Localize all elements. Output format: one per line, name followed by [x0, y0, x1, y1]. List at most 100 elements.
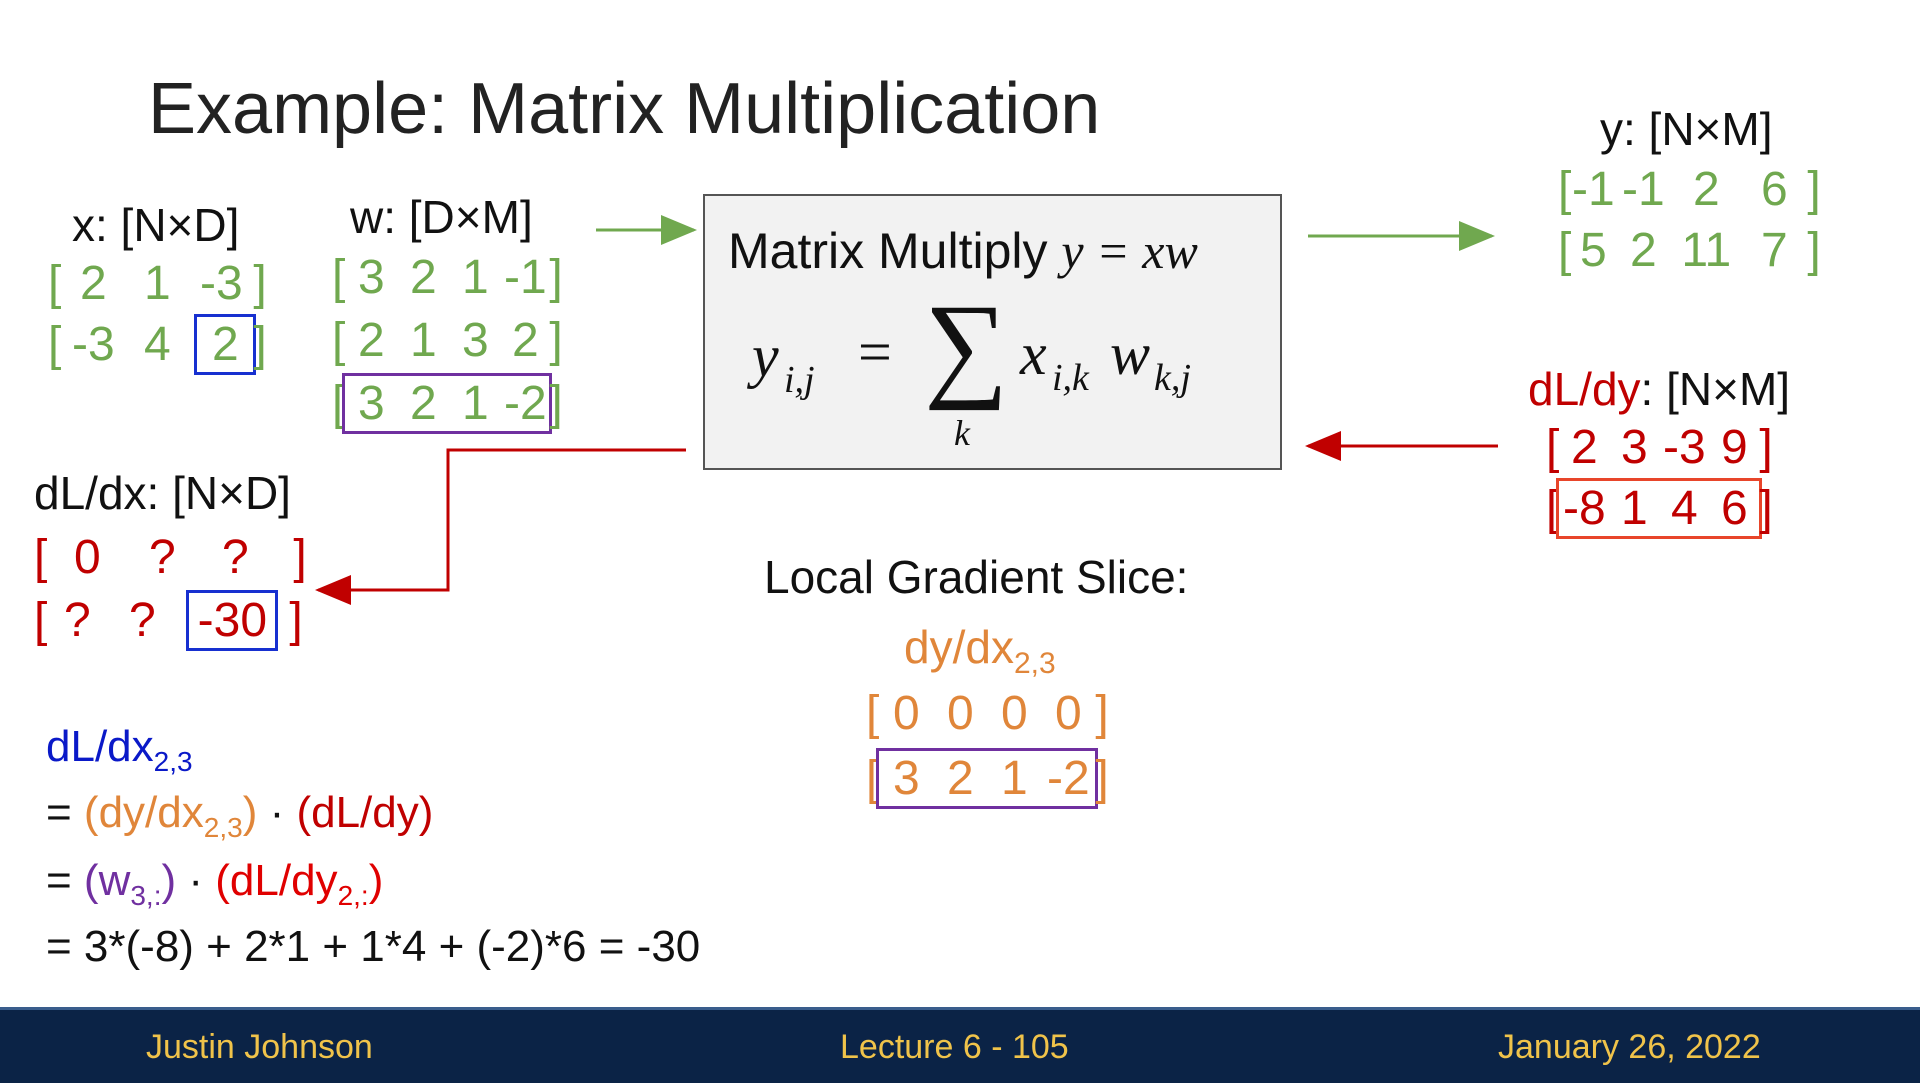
matrix-cell: 2 — [409, 251, 437, 304]
matrix-cell: 2 — [79, 257, 107, 310]
term-sub: 2,3 — [203, 811, 243, 843]
matrix-cell: ? — [128, 594, 156, 647]
matrix-cell: -3 — [72, 318, 115, 371]
matrix-cell: 9 — [1720, 421, 1748, 474]
matrix-cell: 2 — [409, 377, 437, 430]
term-close: ) — [368, 856, 384, 905]
matrix-cell: 1 — [461, 251, 489, 304]
matrix-cell: 0 — [892, 687, 920, 740]
matrix-cell: 2 — [1570, 421, 1598, 474]
formula-y-sub: i,j — [784, 359, 815, 401]
matrix-cell: 1 — [1620, 482, 1648, 535]
highlighted-dLdx-cell: -30 — [186, 590, 279, 651]
highlighted-x-cell: 2 — [194, 314, 257, 375]
matrix-cell: 3 — [357, 251, 385, 304]
matrix-cell: 0 — [946, 687, 974, 740]
dLdy-label-suffix: : [N×M] — [1640, 363, 1791, 415]
matrix-cell: -8 — [1563, 482, 1606, 535]
term-text: (dy/dx — [83, 788, 204, 837]
matrix-cell: ? — [221, 531, 249, 584]
dLdx-matrix: [0??] [??-30] — [34, 530, 307, 651]
matrix-cell: 4 — [1670, 482, 1698, 535]
derivation-local-gradient-term: (dy/dx2,3) — [83, 788, 258, 843]
term-close: ) — [242, 788, 258, 837]
dLdy-label-prefix: dL/dy — [1528, 363, 1641, 415]
matrix-cell: 2 — [357, 314, 385, 367]
matrix-cell: 3 — [357, 377, 385, 430]
matrix-cell: ? — [63, 594, 91, 647]
matrix-cell: -1 — [504, 251, 547, 304]
local-gradient-label: dy/dx2,3 — [904, 620, 1056, 681]
dLdx-matrix-row-2: [??-30] — [34, 590, 303, 651]
slide-title: Example: Matrix Multiplication — [148, 69, 1101, 149]
derivation-equals: = — [46, 788, 84, 837]
matrix-cell: -1 — [1622, 163, 1665, 216]
dot-operator: · — [176, 856, 216, 905]
matrix-cell: -1 — [1572, 163, 1615, 216]
matmul-title-text: Matrix Multiply — [728, 223, 1062, 279]
derivation-upstream-term: (dL/dy) — [296, 788, 434, 837]
dLdx-matrix-row-1: [0??] — [34, 531, 307, 584]
derivation-w-term: (w3,:) — [83, 856, 177, 911]
matrix-cell: 3 — [892, 752, 920, 805]
matrix-multiply-title: Matrix Multiply y = xw — [728, 222, 1198, 280]
matrix-cell: 11 — [1681, 224, 1732, 277]
matrix-cell: -2 — [1047, 752, 1090, 805]
derivation-dLdy-term: (dL/dy2,:) — [215, 856, 384, 911]
matrix-cell: 0 — [1000, 687, 1028, 740]
term-close: ) — [161, 856, 177, 905]
matrix-cell: 1 — [461, 377, 489, 430]
matmul-title-equation: y = xw — [1061, 223, 1198, 279]
formula-w: w — [1110, 321, 1151, 387]
y-matrix-label: y: [N×M] — [1600, 103, 1773, 155]
local-gradient-heading: Local Gradient Slice: — [764, 551, 1189, 603]
footer-bar: Justin Johnson Lecture 6 - 105 January 2… — [0, 1007, 1920, 1083]
derivation-line-1: dL/dx2,3 — [46, 722, 193, 778]
formula-sigma-sub: k — [954, 413, 970, 453]
term-sub: 3,: — [130, 879, 162, 911]
matrix-cell: 5 — [1579, 224, 1607, 277]
matrix-cell: 2 — [1629, 224, 1657, 277]
matrix-cell: 6 — [1760, 163, 1788, 216]
dot-operator: · — [257, 788, 297, 837]
matrix-cell: 7 — [1760, 224, 1788, 277]
formula-x-sub: i,k — [1052, 357, 1089, 399]
footer-lecture: Lecture 6 - 105 — [840, 1028, 1069, 1066]
term-text: (w — [83, 856, 131, 905]
formula-x: x — [1020, 321, 1047, 387]
matrix-cell: 2 — [511, 314, 539, 367]
matrix-multiply-box — [703, 194, 1282, 470]
matrix-cell: -3 — [200, 257, 243, 310]
matrix-cell: 1 — [409, 314, 437, 367]
derivation-line-3: = (w3,:) · (dL/dy2,:) — [46, 856, 383, 912]
matrix-cell: 3 — [1620, 421, 1648, 474]
matrix-cell: 1 — [143, 257, 171, 310]
derivation-line-2: = (dy/dx2,3) · (dL/dy) — [46, 788, 433, 844]
footer-author: Justin Johnson — [146, 1028, 373, 1066]
matrix-cell: 1 — [1000, 752, 1028, 805]
matrix-cell: 3 — [461, 314, 489, 367]
local-gradient-label-text: dy/dx — [904, 621, 1014, 673]
derivation-equals: = — [46, 856, 84, 905]
local-gradient-label-sub: 2,3 — [1013, 647, 1056, 681]
matrix-cell: ? — [148, 531, 176, 584]
matrix-cell: 2 — [1692, 163, 1720, 216]
sigma-icon: ∑ — [924, 280, 1009, 411]
matrix-cell: -2 — [504, 377, 547, 430]
